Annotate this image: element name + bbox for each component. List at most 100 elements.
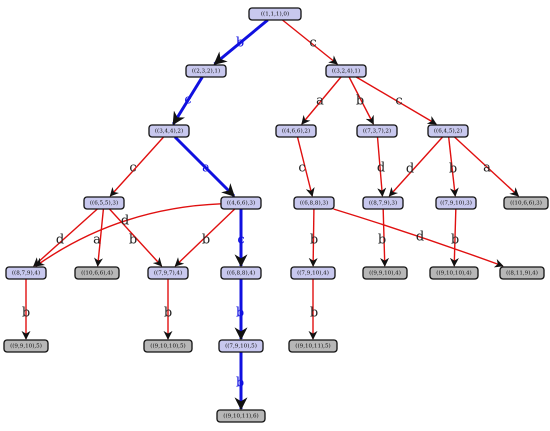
state-node-n6: ((6,4,5),2) [427, 124, 469, 138]
state-node-n5: ((7,3,7),2) [356, 124, 398, 138]
edge-label: b [164, 306, 172, 321]
edge-label: a [316, 94, 324, 109]
edge-line [213, 18, 269, 66]
node-label: ((9,9,10),4) [369, 269, 401, 276]
edge-label: c [298, 161, 305, 176]
edge-label: b [378, 233, 386, 248]
node-label: ((4,6,6),3) [227, 199, 255, 206]
edge-n6-n10: d [388, 136, 444, 197]
state-node-n2: ((3,2,4),1) [325, 64, 367, 78]
node-box [220, 196, 262, 210]
state-node-n11: ((7,9,10),3) [435, 196, 477, 210]
edge-label: a [202, 161, 210, 176]
edge-n8-n15: b [174, 208, 236, 267]
edge-line [454, 136, 520, 197]
leaf-box [216, 409, 266, 423]
edge-n1-n3: c [172, 76, 204, 126]
state-node-n22: ((9,10,10),5) [143, 339, 193, 353]
state-node-n8: ((4,6,6),3) [220, 196, 262, 210]
edge-label: b [22, 306, 30, 321]
node-box [185, 64, 227, 78]
node-label: ((9,9,10),5) [10, 342, 42, 349]
edge-line [449, 208, 459, 267]
edge-n4-n9: c [296, 136, 315, 197]
edge-label: b [129, 233, 137, 248]
edge-label: b [236, 306, 244, 321]
edge-line [388, 136, 444, 197]
node-label: ((6,8,8),4) [227, 269, 255, 276]
state-node-n1: ((2,3,2),1) [185, 64, 227, 78]
node-box [435, 196, 477, 210]
leaf-box [74, 266, 120, 280]
edge-label: c [129, 161, 136, 176]
node-label: ((10,6,6),4) [81, 269, 113, 276]
node-box [248, 7, 302, 21]
edge-n9-n17: b [308, 208, 318, 267]
leaf-box [3, 339, 49, 353]
node-label: ((7,9,10),5) [225, 342, 257, 349]
state-node-n25: ((9,10,11),6) [216, 409, 266, 423]
node-label: ((6,8,8),3) [300, 199, 328, 206]
node-label: ((9,10,10),4) [436, 269, 471, 276]
edge-label: a [93, 233, 101, 248]
edge-n2-n5: b [348, 76, 375, 125]
edge-label: b [310, 306, 318, 321]
edge-n0-n1: b [213, 18, 269, 66]
edge-label: d [377, 161, 385, 176]
edge-label: b [310, 233, 318, 248]
edge-line [380, 208, 390, 267]
node-label: ((3,4,4),2) [155, 127, 183, 134]
edge-label: a [483, 161, 491, 176]
state-node-n0: ((1,1,1),0) [248, 7, 302, 21]
edge-line [301, 76, 342, 125]
leaf-box [503, 196, 549, 210]
node-box [325, 64, 367, 78]
edge-label: b [202, 233, 210, 248]
edge-n23-n25: b [234, 352, 248, 411]
edge-line [94, 208, 105, 267]
edge-n7-n15: b [108, 208, 163, 267]
edge-label: b [236, 36, 244, 51]
node-label: ((8,7,9),3) [369, 199, 397, 206]
leaf-box [143, 339, 193, 353]
edge-line [447, 136, 459, 197]
node-label: ((9,10,11),5) [295, 342, 330, 349]
edge-n8-n13: d [35, 203, 222, 267]
node-label: ((9,10,10),5) [150, 342, 185, 349]
edge-line [355, 76, 437, 125]
edge-n15-n22: b [163, 279, 173, 340]
edge-n9-n20: d [333, 208, 504, 268]
node-box [427, 124, 469, 138]
state-node-n16: ((6,8,8),4) [220, 266, 262, 280]
edge-n7-n14: a [93, 208, 105, 267]
leaf-box [362, 266, 408, 280]
edge-n7-n13: d [33, 208, 98, 267]
state-node-n19: ((9,10,10),4) [429, 266, 479, 280]
edge-label: c [395, 94, 402, 109]
edge-label: c [309, 36, 316, 51]
edge-n2-n6: c [355, 76, 437, 125]
node-box [83, 196, 125, 210]
edge-label: b [356, 94, 364, 109]
edge-label: c [237, 233, 244, 248]
node-label: ((6,4,5),2) [434, 127, 462, 134]
edge-n0-n2: c [282, 19, 338, 65]
edge-line [333, 208, 504, 268]
node-box [218, 339, 264, 353]
node-label: ((8,7,9),4) [12, 269, 40, 276]
edge-n10-n18: b [378, 208, 390, 267]
leaf-box [429, 266, 479, 280]
edge-label: d [416, 230, 424, 245]
edge-line [308, 208, 318, 267]
edge-line [348, 76, 375, 125]
node-label: ((6,5,5),3) [90, 199, 118, 206]
edge-line [173, 135, 236, 198]
node-label: ((10,6,6),3) [510, 199, 542, 206]
edge-n3-n7: c [109, 136, 165, 197]
node-label: ((9,10,11),6) [223, 412, 258, 419]
state-node-n18: ((9,9,10),4) [362, 266, 408, 280]
state-node-n17: ((7,9,10),4) [290, 266, 336, 280]
edge-n3-n8: a [173, 135, 236, 198]
node-box [290, 266, 336, 280]
